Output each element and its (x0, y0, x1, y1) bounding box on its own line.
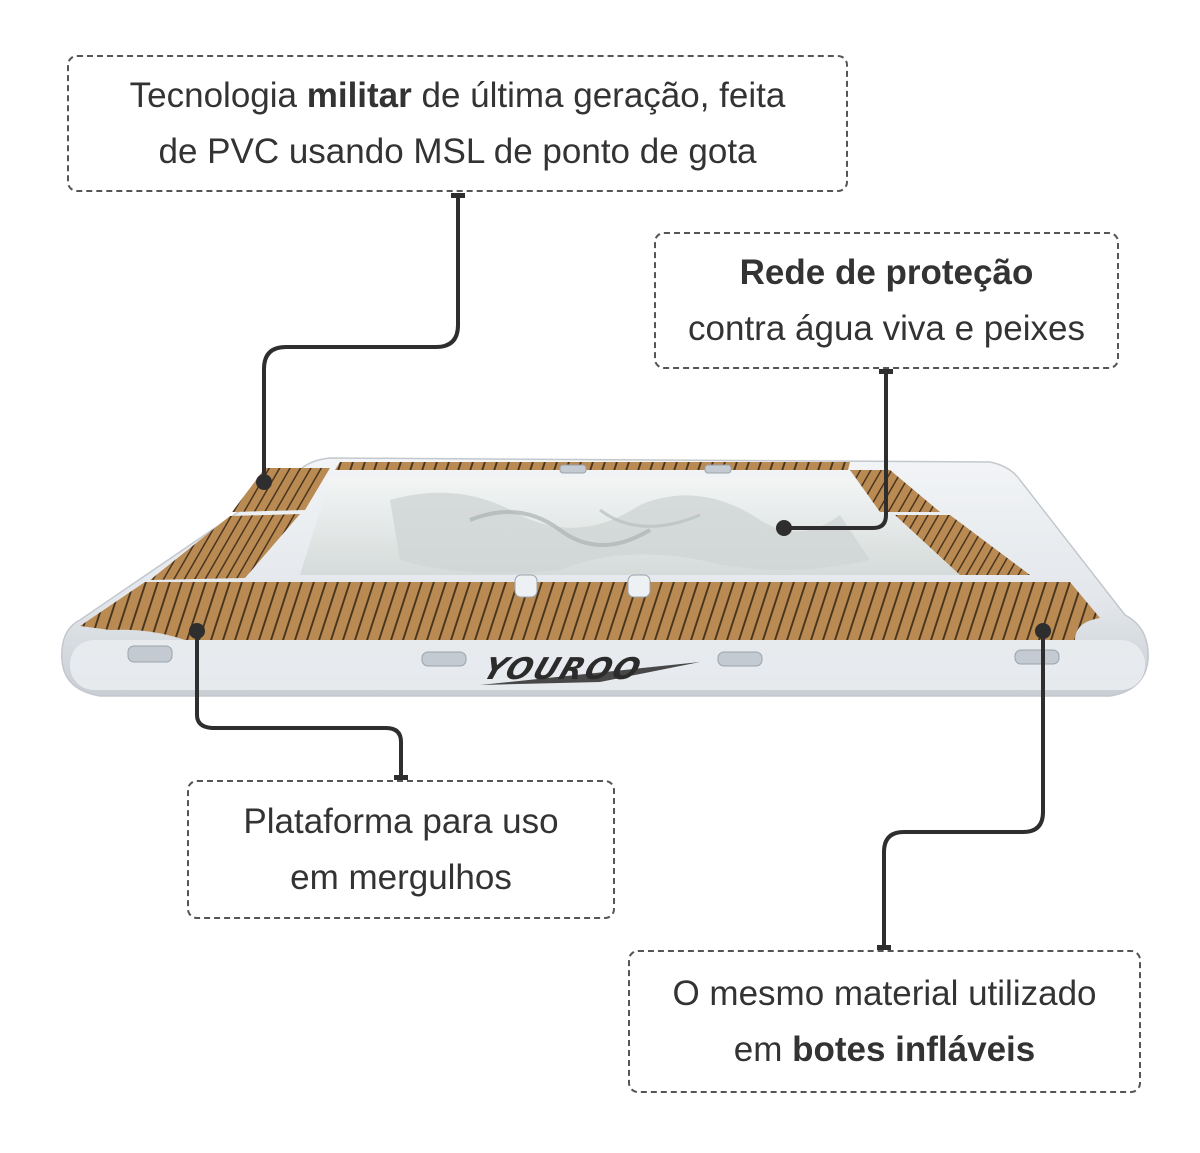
callout-line-2: de PVC usando MSL de ponto de gota (158, 131, 757, 171)
callout-text-bold: militar (306, 75, 412, 115)
callout-line-2: em mergulhos (290, 857, 512, 897)
callout-text: em (733, 1029, 793, 1069)
connector-military-technology (256, 193, 465, 490)
callout-line-1: Rede de proteção (656, 245, 1117, 301)
connector-protection-net (776, 369, 893, 536)
callout-text-bold: botes infláveis (792, 1029, 1036, 1069)
teak-deck (80, 462, 1100, 640)
callout-line-2: contra água viva e peixes (688, 308, 1085, 348)
connector-diving-platform (189, 623, 408, 780)
brand-logo: YOUROO (477, 652, 648, 687)
callout-line-1: Plataforma para uso (243, 801, 559, 841)
hull-handles (127, 464, 1060, 667)
protection-net (300, 478, 960, 575)
callout-diving-platform: Plataforma para uso em mergulhos (187, 780, 615, 919)
callout-text: de última geração, feita (411, 75, 786, 115)
callout-text: Tecnologia (129, 75, 307, 115)
callout-protection-net: Rede de proteção contra água viva e peix… (654, 232, 1119, 369)
callout-line-1: O mesmo material utilizado (672, 973, 1097, 1013)
callout-inflatable-boat-material: O mesmo material utilizado em botes infl… (628, 950, 1141, 1093)
brand-swoosh (480, 662, 700, 685)
connector-inflatable-boat-material (877, 623, 1051, 950)
callout-line-1: Tecnologia militar de última geração, fe… (69, 68, 846, 124)
callout-military-technology: Tecnologia militar de última geração, fe… (67, 55, 848, 192)
callout-text-bold: Rede de proteção (739, 252, 1034, 292)
callout-line-2: em botes infláveis (630, 1022, 1139, 1078)
